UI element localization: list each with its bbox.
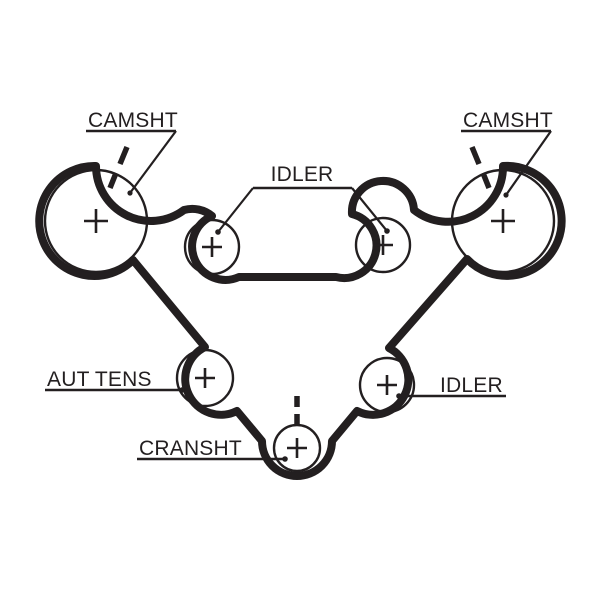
- crankshaft-pulley: [272, 423, 322, 473]
- idler-lower-right-pulley: [358, 356, 416, 414]
- camshaft-right-label: CAMSHT: [463, 109, 553, 132]
- camshaft-left-leader-dot: [127, 190, 133, 196]
- idler-top-left-center-cross-icon: [202, 237, 222, 257]
- camshaft-right-center-cross-icon: [491, 209, 515, 233]
- camshaft-right-timing-mark-inner-icon: [480, 171, 492, 190]
- idler-lower-right-leader-dot: [396, 393, 402, 399]
- crankshaft-leader-dot: [282, 456, 288, 462]
- crankshaft-label: CRANSHT: [139, 437, 242, 460]
- camshaft-left-label: CAMSHT: [88, 109, 178, 132]
- timing-belt-path: [35, 161, 566, 480]
- pulley-circles-group: [43, 168, 556, 473]
- camshaft-right-leader-line: [505, 130, 552, 196]
- idler-top-label: IDLER: [271, 163, 334, 186]
- camshaft-right-timing-mark-outer-icon: [469, 145, 482, 166]
- idler-top-left-pulley: [183, 218, 241, 276]
- labels-group: CAMSHT CAMSHT IDLER AUT TENS CRANSHT IDL…: [47, 109, 553, 460]
- auto-tensioner-pulley: [175, 348, 235, 408]
- camshaft-left-center-cross-icon: [84, 209, 108, 233]
- idler-top-right-center-cross-icon: [373, 235, 393, 255]
- camshaft-left-pulley: [43, 168, 149, 274]
- leader-lines-group: [45, 129, 552, 462]
- camshaft-right-leader-dot: [503, 192, 509, 198]
- idler-top-leader-line-right: [351, 187, 388, 232]
- timing-marks-group: [107, 145, 492, 424]
- idler-top-leader-dot-left: [215, 229, 221, 235]
- idler-lower-right-label: IDLER: [440, 374, 503, 397]
- auto-tensioner-label: AUT TENS: [47, 368, 152, 391]
- camshaft-left-timing-mark-inner-icon: [107, 171, 119, 190]
- camshaft-left-leader-line: [129, 130, 177, 194]
- camshaft-left-timing-mark-outer-icon: [117, 145, 130, 166]
- idler-lower-right-center-cross-icon: [377, 375, 397, 395]
- auto-tensioner-center-cross-icon: [195, 368, 215, 388]
- belt-path-group: [35, 161, 566, 480]
- idler-top-right-pulley: [354, 216, 412, 274]
- pulley-center-markers-group: [84, 209, 515, 458]
- camshaft-right-pulley: [450, 168, 556, 274]
- idler-top-leader-line-left: [217, 187, 254, 233]
- auto-tensioner-leader-dot: [179, 387, 185, 393]
- idler-top-leader-dot-right: [384, 228, 390, 234]
- crankshaft-center-cross-icon: [287, 438, 307, 458]
